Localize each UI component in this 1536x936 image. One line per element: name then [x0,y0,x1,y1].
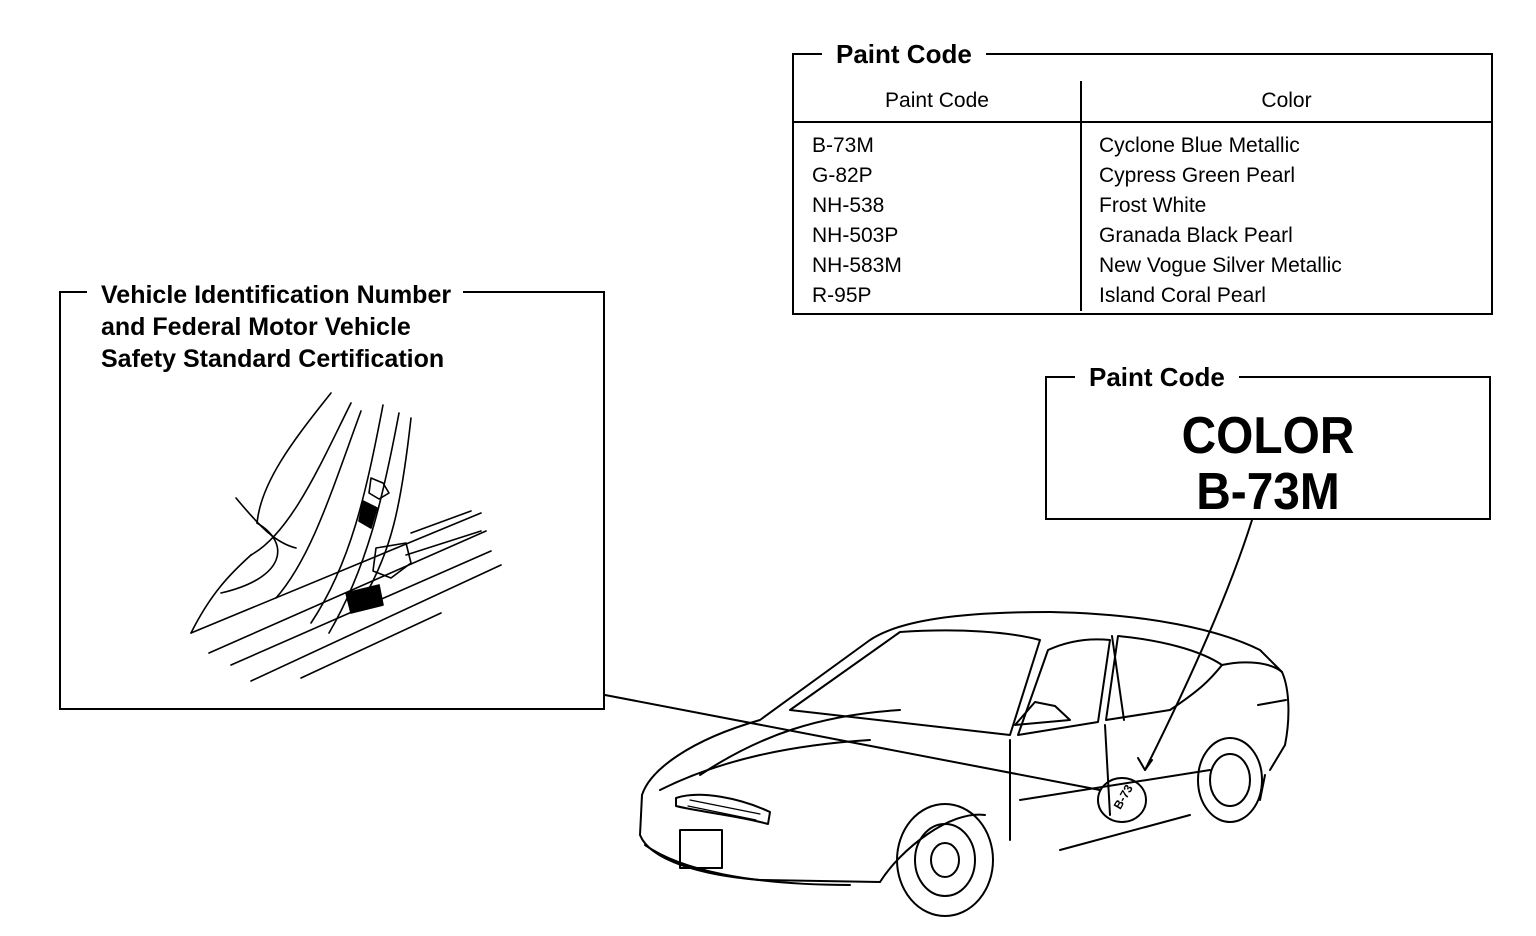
header-color: Color [1261,89,1312,112]
header-paint-code: Paint Code [794,81,1082,122]
table-row: NH-538 Frost White [794,191,1491,221]
table-row: NH-503P Granada Black Pearl [794,221,1491,251]
table-row: NH-583M New Vogue Silver Metallic [794,251,1491,281]
paint-code-label-title: Paint Code [1075,364,1239,390]
color-cell: Island Coral Pearl [1099,284,1266,307]
vin-leader-line [604,694,1101,791]
vin-certification-title: Vehicle Identification Number and Federa… [87,279,464,375]
paint-code-table: Paint Code Color B-73M Cyclone Blue Meta… [794,81,1491,311]
paint-code-cell: NH-583M [794,251,1082,281]
car-callout-label: B-73 [1111,782,1136,812]
label-line-color: COLOR [1181,407,1355,465]
door-jamb-illustration [190,392,502,682]
paint-code-cell: NH-538 [794,191,1082,221]
paint-code-label-text: COLOR B-73M [1065,408,1472,520]
paint-code-table-title: Paint Code [822,41,986,67]
paint-code-leader-line [1144,519,1253,771]
vin-certification-box: Vehicle Identification Number and Federa… [59,279,605,710]
paint-code-cell: B-73M [794,122,1082,161]
paint-code-label-box: Paint Code COLOR B-73M [1045,364,1491,520]
color-cell: Cypress Green Pearl [1099,164,1296,187]
paint-code-cell: R-95P [794,281,1082,311]
vin-title-line-1: Vehicle Identification Number [101,281,452,309]
paint-code-cell: G-82P [794,161,1082,191]
vin-title-line-3: Safety Standard Certification [101,345,445,373]
paint-code-cell: NH-503P [794,221,1082,251]
table-row: G-82P Cypress Green Pearl [794,161,1491,191]
color-cell: Cyclone Blue Metallic [1099,134,1300,157]
vin-title-line-2: and Federal Motor Vehicle [101,313,411,341]
paint-code-table-box: Paint Code Paint Code Color B-73M Cyclon… [792,41,1493,315]
color-cell: Granada Black Pearl [1099,224,1293,247]
table-row: R-95P Island Coral Pearl [794,281,1491,311]
color-cell: Frost White [1099,194,1207,217]
table-header-row: Paint Code Color [794,81,1491,122]
label-line-code: B-73M [1196,463,1340,521]
label-location-circle [1097,777,1147,823]
color-cell: New Vogue Silver Metallic [1099,254,1342,277]
table-row: B-73M Cyclone Blue Metallic [794,122,1491,161]
